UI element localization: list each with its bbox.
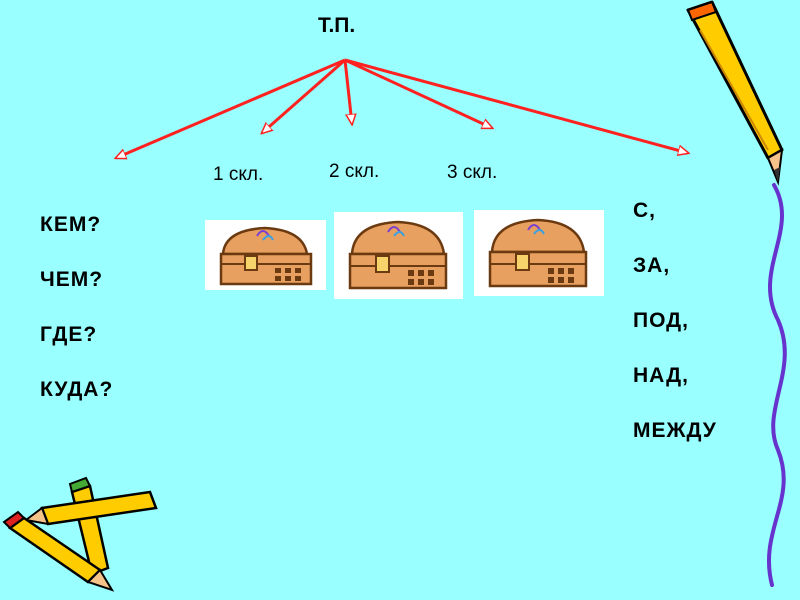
declension-label-1: 1 скл. bbox=[213, 164, 264, 185]
arrow-to-decl-1 bbox=[262, 58, 346, 133]
question-item: КУДА? bbox=[40, 378, 114, 401]
arrow-to-prepositions bbox=[344, 58, 688, 153]
wavy-line bbox=[766, 183, 787, 587]
arrow-to-questions bbox=[116, 58, 346, 158]
preposition-list: С, ЗА, ПОД, НАД, МЕЖДУ bbox=[633, 199, 717, 474]
preposition-item: ЗА, bbox=[633, 254, 671, 277]
declension-label-3: 3 скл. bbox=[447, 162, 498, 183]
treasure-chest-icon bbox=[334, 212, 463, 299]
preposition-item: С, bbox=[633, 199, 656, 222]
treasure-chest-icon bbox=[474, 210, 604, 296]
arrows bbox=[116, 58, 688, 158]
pencil-icon bbox=[686, 0, 784, 186]
question-item: ЧЕМ? bbox=[40, 268, 104, 291]
question-item: ГДЕ? bbox=[40, 323, 98, 346]
preposition-item: ПОД, bbox=[633, 309, 689, 332]
preposition-item: НАД, bbox=[633, 364, 689, 387]
preposition-item: МЕЖДУ bbox=[633, 419, 717, 442]
crossed-pencils-icon bbox=[2, 476, 158, 592]
treasure-chest-icon bbox=[205, 220, 326, 290]
question-item: КЕМ? bbox=[40, 213, 102, 236]
root-label: Т.П. bbox=[318, 14, 356, 37]
declension-label-2: 2 скл. bbox=[329, 161, 380, 182]
question-list: КЕМ? ЧЕМ? ГДЕ? КУДА? bbox=[40, 213, 113, 433]
arrow-to-decl-2 bbox=[343, 59, 352, 124]
arrow-to-decl-3 bbox=[344, 58, 492, 130]
